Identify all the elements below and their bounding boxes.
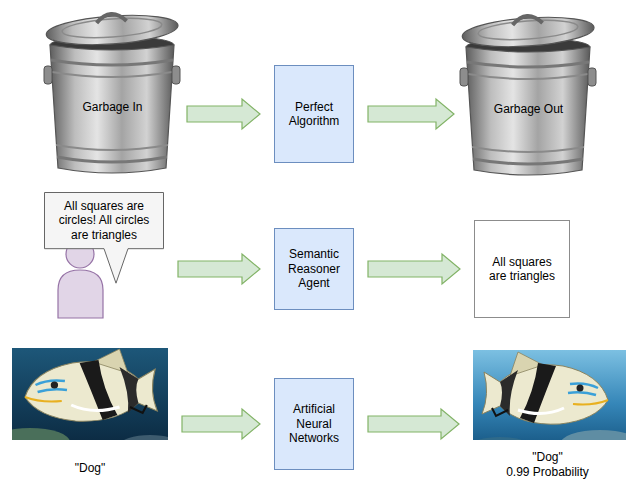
rock bbox=[473, 437, 530, 440]
process-box: Perfect Algorithm bbox=[274, 65, 354, 163]
speech-bubble-shape bbox=[45, 193, 164, 284]
fish bbox=[25, 349, 157, 421]
garbage-can-out bbox=[460, 11, 596, 175]
block-arrow bbox=[368, 254, 460, 284]
person-icon bbox=[58, 240, 103, 318]
garbage-can bbox=[44, 9, 180, 173]
block-arrow bbox=[368, 409, 459, 439]
garbage-can bbox=[460, 11, 596, 175]
node-text: All squares are triangles bbox=[485, 255, 559, 284]
water-background bbox=[12, 348, 168, 440]
block-arrow bbox=[178, 254, 260, 284]
rock bbox=[120, 435, 168, 440]
image-with-caption: "Dog" bbox=[12, 348, 168, 480]
image-with-caption: "Dog"0.99 Probability bbox=[473, 350, 622, 484]
output-box: All squares are triangles bbox=[474, 220, 570, 318]
water-background bbox=[473, 350, 626, 440]
node-text: Garbage Out bbox=[494, 102, 563, 116]
fish-photo-input bbox=[12, 348, 168, 440]
node-text: "Dog" bbox=[532, 450, 563, 466]
rock bbox=[12, 428, 70, 440]
node-text: Semantic Reasoner Agent bbox=[279, 247, 349, 290]
garbage-can-label: Garbage In bbox=[52, 45, 173, 170]
node-text: Perfect Algorithm bbox=[279, 100, 349, 129]
node-text: All squares are circles! All circles are… bbox=[49, 199, 159, 242]
person-body bbox=[58, 270, 103, 318]
process-box: Artificial Neural Networks bbox=[274, 378, 354, 470]
process-box: Semantic Reasoner Agent bbox=[274, 228, 354, 310]
block-arrow bbox=[182, 409, 260, 439]
garbage-can-in bbox=[44, 9, 180, 173]
node-text: 0.99 Probability bbox=[506, 465, 589, 481]
fish-photo-output bbox=[473, 350, 626, 440]
garbage-can-label: Garbage Out bbox=[468, 47, 589, 172]
fish bbox=[482, 352, 608, 424]
block-arrow bbox=[368, 99, 454, 129]
node-text: "Dog" bbox=[75, 461, 106, 477]
rock bbox=[560, 430, 626, 440]
block-arrow bbox=[187, 99, 260, 129]
speech-bubble: All squares are circles! All circles are… bbox=[44, 192, 164, 249]
node-text: Artificial Neural Networks bbox=[279, 402, 349, 445]
node-text: Garbage In bbox=[82, 100, 142, 114]
